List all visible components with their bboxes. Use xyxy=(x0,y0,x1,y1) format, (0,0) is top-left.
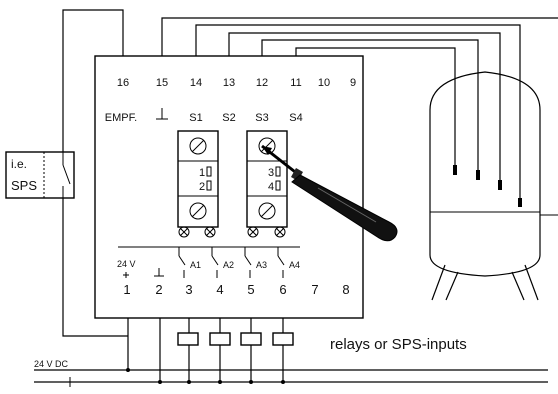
plus-symbol xyxy=(123,272,129,278)
terminal-4: 4 xyxy=(216,282,223,297)
screw-icon xyxy=(189,137,207,155)
liquid-tank-icon xyxy=(429,71,558,301)
terminal-12: 12 xyxy=(256,77,268,89)
terminal-14: 14 xyxy=(190,77,202,89)
top-terminal-numbers: 16 15 14 13 12 11 10 9 xyxy=(117,77,356,89)
relay-icon xyxy=(272,332,294,346)
ground-symbol-top xyxy=(156,108,168,120)
label-s4: S4 xyxy=(289,112,302,124)
indicator-lamp-icon xyxy=(247,226,259,238)
label-s3: S3 xyxy=(255,112,268,124)
terminal-10: 10 xyxy=(318,77,330,89)
screw-icon xyxy=(258,202,276,220)
screw-icon xyxy=(258,137,276,155)
supply-label: 24 V DC xyxy=(34,359,69,369)
supply-drops xyxy=(127,318,284,382)
relay-label-a3: A3 xyxy=(256,260,267,270)
terminal-2: 2 xyxy=(155,282,162,297)
module-marker-3: 3 xyxy=(268,167,274,179)
relay-contact-a4: A4 xyxy=(277,247,300,278)
relay-contact-a2: A2 xyxy=(211,247,234,278)
terminal-5: 5 xyxy=(247,282,254,297)
terminal-6: 6 xyxy=(279,282,286,297)
ground-symbol-bottom xyxy=(154,268,164,277)
module-right: 3 4 xyxy=(246,130,288,228)
indicator-lamp-icon xyxy=(204,226,216,238)
terminal-1: 1 xyxy=(123,282,130,297)
relays xyxy=(177,332,294,382)
indicator-row xyxy=(178,226,286,238)
label-s1: S1 xyxy=(189,112,202,124)
relays-caption: relays or SPS-inputs xyxy=(330,336,467,353)
probe-wires xyxy=(62,9,558,205)
switch-contact-icon xyxy=(62,152,71,198)
screwdriver-icon xyxy=(261,144,398,242)
module-marker-2: 2 xyxy=(199,181,205,193)
supply-rails: 24 V DC xyxy=(34,359,548,387)
relay-contact-a3: A3 xyxy=(244,247,267,278)
relay-label-a4: A4 xyxy=(289,260,300,270)
terminal-16: 16 xyxy=(117,77,129,89)
terminal-3: 3 xyxy=(185,282,192,297)
label-s2: S2 xyxy=(222,112,235,124)
indicator-lamp-icon xyxy=(178,226,190,238)
indicator-lamp-icon xyxy=(274,226,286,238)
terminal-8: 8 xyxy=(342,282,349,297)
label-24v: 24 V xyxy=(117,259,136,269)
sps-line2: SPS xyxy=(11,178,37,193)
screw-icon xyxy=(189,202,207,220)
label-empf: EMPF. xyxy=(105,112,137,124)
terminal-7: 7 xyxy=(311,282,318,297)
relay-contact-a1: A1 xyxy=(178,247,201,278)
sps-box: i.e. SPS xyxy=(5,151,75,199)
terminal-15: 15 xyxy=(156,77,168,89)
module-left: 1 2 xyxy=(177,130,219,228)
bottom-terminal-numbers: 1 2 3 4 5 6 7 8 xyxy=(123,282,349,297)
relay-label-a2: A2 xyxy=(223,260,234,270)
relay-label-a1: A1 xyxy=(190,260,201,270)
sps-line1: i.e. xyxy=(11,157,27,171)
module-marker-1: 1 xyxy=(199,167,205,179)
relay-icon xyxy=(209,332,231,346)
relay-icon xyxy=(240,332,262,346)
relay-contacts: A1 A2 A3 A4 xyxy=(178,247,300,278)
relay-icon xyxy=(177,332,199,346)
top-terminal-labels: EMPF. S1 S2 S3 S4 xyxy=(105,108,303,124)
terminal-9: 9 xyxy=(350,77,356,89)
terminal-11: 11 xyxy=(290,77,301,89)
terminal-13: 13 xyxy=(223,77,235,89)
module-marker-4: 4 xyxy=(268,181,274,193)
